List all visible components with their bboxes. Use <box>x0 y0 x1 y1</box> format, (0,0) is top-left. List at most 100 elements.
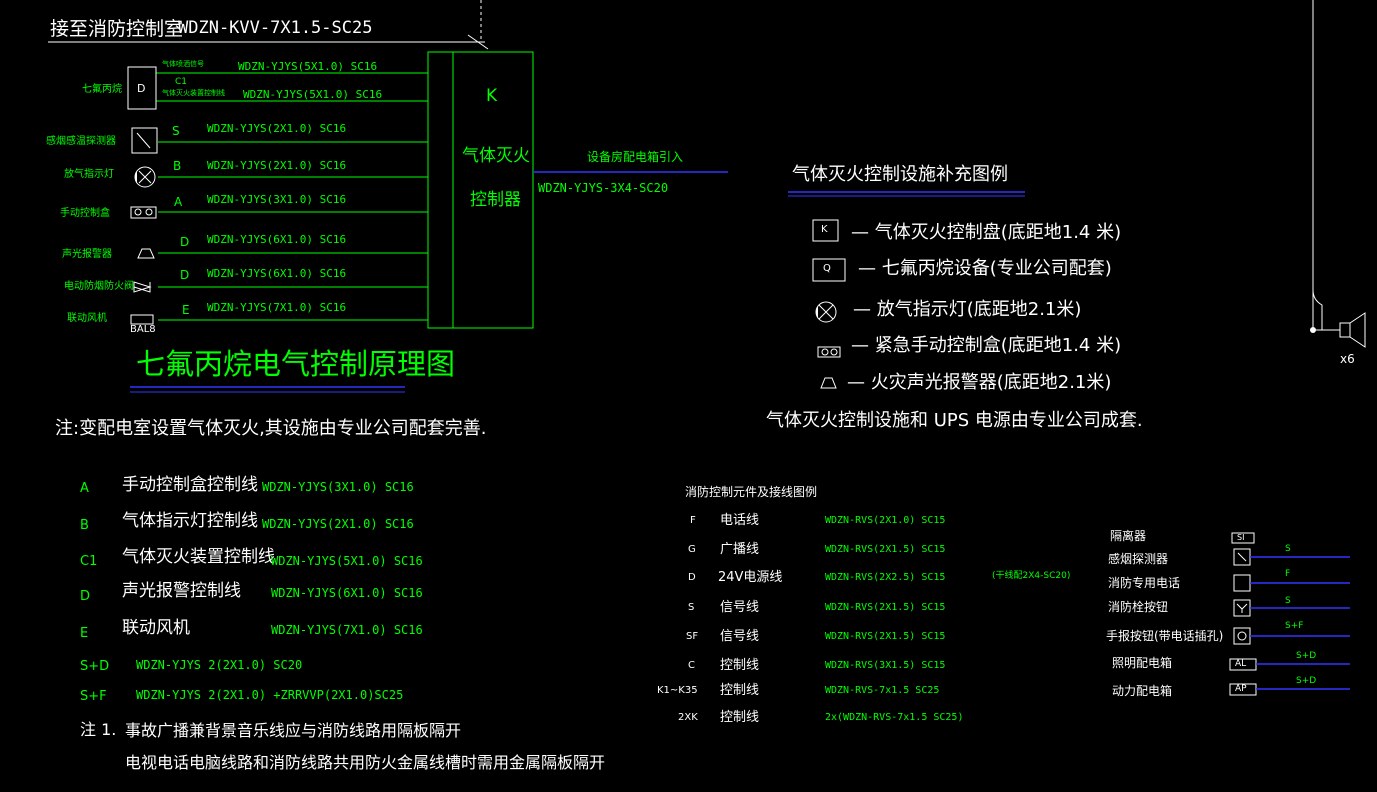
wire-code: S+F <box>80 689 107 704</box>
device-code-6: D <box>180 235 190 249</box>
wire-code: E <box>80 626 89 641</box>
legend-q-box <box>812 258 846 282</box>
wire-code: A <box>80 481 89 496</box>
phone-box <box>1233 574 1251 592</box>
legend-footer: 气体灭火控制设施和 UPS 电源由专业公司成套. <box>766 410 1143 431</box>
panel-letter: K <box>486 86 498 106</box>
device-code-7: D <box>180 268 190 282</box>
wire-name: 手动控制盒控制线 <box>122 475 258 495</box>
fire-name: 信号线 <box>720 629 760 644</box>
diagram-title: 七氟丙烷电气控制原理图 <box>136 347 456 381</box>
symbol-line-label: S+F <box>1285 621 1304 631</box>
symbol-name: 手报按钮(带电话插孔) <box>1106 629 1224 643</box>
symbol-name: 消防专用电话 <box>1108 576 1181 590</box>
extinguisher-box <box>127 66 157 110</box>
isolator-symbol: SI <box>1237 533 1245 542</box>
device-label-8: 联动风机 <box>67 313 107 324</box>
device-cable-2: WDZN-YJYS(5X1.0) SC16 <box>243 88 383 101</box>
symbol-name: 照明配电箱 <box>1112 656 1173 670</box>
wire-cable: WDZN-YJYS(7X1.0) SC16 <box>271 623 423 637</box>
fire-name: 电话线 <box>720 513 760 528</box>
device-cable-4: WDZN-YJYS(2X1.0) SC16 <box>207 159 347 172</box>
wire-name: 气体指示灯控制线 <box>122 511 258 531</box>
symbol-line-label: F <box>1285 569 1291 579</box>
note-1: 注:变配电室设置气体灭火,其设施由专业公司配套完善. <box>55 418 487 439</box>
speaker-count: x6 <box>1340 352 1355 366</box>
device-wire-note-1: 气体喷洒信号 <box>162 60 204 68</box>
symbol-name: 动力配电箱 <box>1112 684 1173 698</box>
wire-cable: WDZN-YJYS 2(2X1.0) SC20 <box>136 658 303 672</box>
legend-q-letter: Q <box>823 263 831 274</box>
legend-item-2: — 七氟丙烷设备(专业公司配套) <box>858 258 1112 279</box>
symbol-line-label: S+D <box>1296 651 1317 661</box>
al-symbol: AL <box>1235 659 1247 669</box>
fire-name: 广播线 <box>720 542 760 557</box>
legend-manual-icon <box>817 346 841 358</box>
fire-legend-title: 消防控制元件及接线图例 <box>685 485 818 499</box>
legend-k-letter: K <box>821 224 828 235</box>
fire-note: (干线配2X4-SC20) <box>992 571 1071 581</box>
extinguisher-box-letter: D <box>137 82 146 95</box>
controller-panel <box>427 51 534 329</box>
device-label-4: 放气指示灯 <box>64 169 114 180</box>
fire-code: S <box>688 602 695 613</box>
legend-title: 气体灭火控制设施补充图例 <box>792 164 1008 185</box>
damper-valve-icon <box>133 281 152 293</box>
header-cable: WDZN-KVV-7X1.5-SC25 <box>178 18 373 38</box>
device-label-3: 感烟感温探测器 <box>46 136 116 147</box>
feed-label: 设备房配电箱引入 <box>587 150 684 164</box>
fire-name: 24V电源线 <box>718 570 783 585</box>
wire-code: S+D <box>80 659 110 674</box>
wire-name: 气体灭火装置控制线 <box>122 547 275 567</box>
isolator-box <box>1231 532 1255 544</box>
device-cable-8: WDZN-YJYS(7X1.0) SC16 <box>207 301 347 314</box>
device-code-2: C1 <box>175 77 188 87</box>
bal8-label: BAL8 <box>130 324 156 335</box>
header-arrow <box>467 34 489 50</box>
device-cable-7: WDZN-YJYS(6X1.0) SC16 <box>207 267 347 280</box>
legend-item-5: — 火灾声光报警器(底距地2.1米) <box>847 372 1112 393</box>
symbol-name: 消防栓按钮 <box>1108 600 1169 614</box>
wire-cable: WDZN-YJYS 2(2X1.0) +ZRRVVP(2X1.0)SC25 <box>136 688 404 702</box>
symbol-line-label: S <box>1285 544 1291 554</box>
device-cable-1: WDZN-YJYS(5X1.0) SC16 <box>238 60 378 73</box>
wire-cable: WDZN-YJYS(2X1.0) SC16 <box>262 517 414 531</box>
ap-symbol: AP <box>1235 684 1247 694</box>
fire-code: 2XK <box>678 712 698 723</box>
detector-icon <box>131 127 158 154</box>
wire-code: D <box>80 589 91 604</box>
panel-line2: 控制器 <box>470 190 521 210</box>
feed-cable: WDZN-YJYS-3X4-SC20 <box>538 181 669 195</box>
legend-item-3: — 放气指示灯(底距地2.1米) <box>853 299 1082 320</box>
wire-code: B <box>80 518 89 533</box>
fire-code: F <box>690 515 696 526</box>
fire-cable: WDZN-RVS(2X1.5) SC15 <box>825 544 946 555</box>
alarm-icon <box>137 248 155 259</box>
fire-code: K1~K35 <box>657 685 698 696</box>
fire-cable: WDZN-RVS(3X1.5) SC15 <box>825 660 946 671</box>
symbol-line-label: S+D <box>1296 676 1317 686</box>
wire-name: 声光报警控制线 <box>122 581 241 601</box>
fire-name: 信号线 <box>720 600 760 615</box>
symbol-name: 隔离器 <box>1110 529 1147 543</box>
fire-code: G <box>688 544 696 555</box>
device-label-7: 电动防烟防火阀 <box>64 281 134 292</box>
legend-item-1: — 气体灭火控制盘(底距地1.4 米) <box>851 222 1122 243</box>
wire-cable: WDZN-YJYS(5X1.0) SC16 <box>271 554 423 568</box>
fire-code: C <box>688 660 695 671</box>
fire-code: SF <box>686 631 699 642</box>
device-label-1: 七氟丙烷 <box>82 84 122 95</box>
fire-cable: WDZN-RVS(2X1.5) SC15 <box>825 631 946 642</box>
release-lamp-fill <box>135 171 137 183</box>
header-title: 接至消防控制室 <box>50 18 184 40</box>
device-label-6: 声光报警器 <box>62 249 112 260</box>
fan-box-icon <box>130 314 154 325</box>
wire-cable: WDZN-YJYS(3X1.0) SC16 <box>262 480 414 494</box>
panel-line1: 气体灭火 <box>462 146 530 166</box>
fire-cable: WDZN-RVS-7x1.5 SC25 <box>825 685 940 696</box>
device-cable-3: WDZN-YJYS(2X1.0) SC16 <box>207 122 347 135</box>
fire-cable: WDZN-RVS(2X2.5) SC15 <box>825 572 946 583</box>
fire-name: 控制线 <box>720 658 760 673</box>
legend-k-box <box>812 219 839 242</box>
